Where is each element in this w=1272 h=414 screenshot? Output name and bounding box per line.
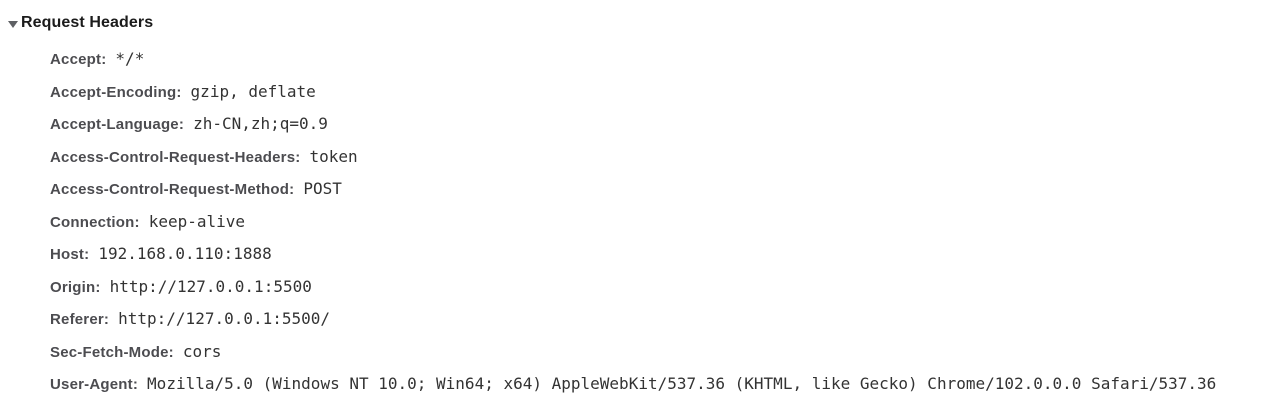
header-row: Referer: http://127.0.0.1:5500/: [0, 303, 1272, 336]
request-headers-section: Request Headers Accept: */* Accept-Encodi…: [0, 10, 1272, 414]
triangle-down-icon: [8, 20, 18, 28]
header-name: Accept:: [50, 51, 107, 68]
header-value: http://127.0.0.1:5500: [109, 276, 312, 296]
header-row: Accept-Language: zh-CN,zh;q=0.9: [0, 108, 1272, 141]
header-value: cors: [182, 341, 222, 361]
header-name: User-Agent:: [50, 376, 139, 393]
header-row: Accept: */*: [0, 43, 1272, 76]
header-name: Access-Control-Request-Headers:: [50, 148, 301, 166]
header-name: Referer:: [50, 311, 110, 328]
header-row: Access-Control-Request-Method: POST: [0, 173, 1272, 206]
header-value: */*: [115, 49, 145, 68]
header-value: keep-alive: [148, 211, 246, 231]
section-title: Request Headers: [21, 14, 154, 31]
header-row: Sec-Fetch-Mode: cors: [0, 336, 1272, 369]
header-value: 192.168.0.110:1888: [98, 244, 272, 263]
header-row: Origin: http://127.0.0.1:5500: [0, 271, 1272, 304]
header-value: gzip, deflate: [190, 81, 316, 101]
header-name: Origin:: [50, 278, 101, 296]
header-value: POST: [303, 179, 342, 198]
header-row: User-Agent: Mozilla/5.0 (Windows NT 10.0;…: [0, 368, 1272, 401]
header-row: Access-Control-Request-Headers: token: [0, 141, 1272, 174]
header-name: Accept-Language:: [50, 116, 185, 133]
header-value: token: [309, 146, 358, 166]
header-name: Sec-Fetch-Mode:: [50, 343, 174, 361]
header-list: Accept: */* Accept-Encoding: gzip, deflate…: [0, 43, 1272, 401]
header-name: Access-Control-Request-Method:: [50, 181, 295, 198]
header-name: Accept-Encoding:: [50, 83, 182, 101]
header-row: Connection: keep-alive: [0, 206, 1272, 239]
header-row: Accept-Encoding: gzip, deflate: [0, 76, 1272, 109]
header-name: Host:: [50, 246, 90, 263]
header-value: zh-CN,zh;q=0.9: [193, 114, 328, 133]
header-name: Connection:: [50, 213, 140, 231]
header-row: Host: 192.168.0.110:1888: [0, 238, 1272, 271]
header-value: Mozilla/5.0 (Windows NT 10.0; Win64; x64…: [147, 374, 1217, 393]
header-value: http://127.0.0.1:5500/: [118, 309, 331, 328]
request-headers-section-header[interactable]: Request Headers: [6, 10, 1272, 36]
